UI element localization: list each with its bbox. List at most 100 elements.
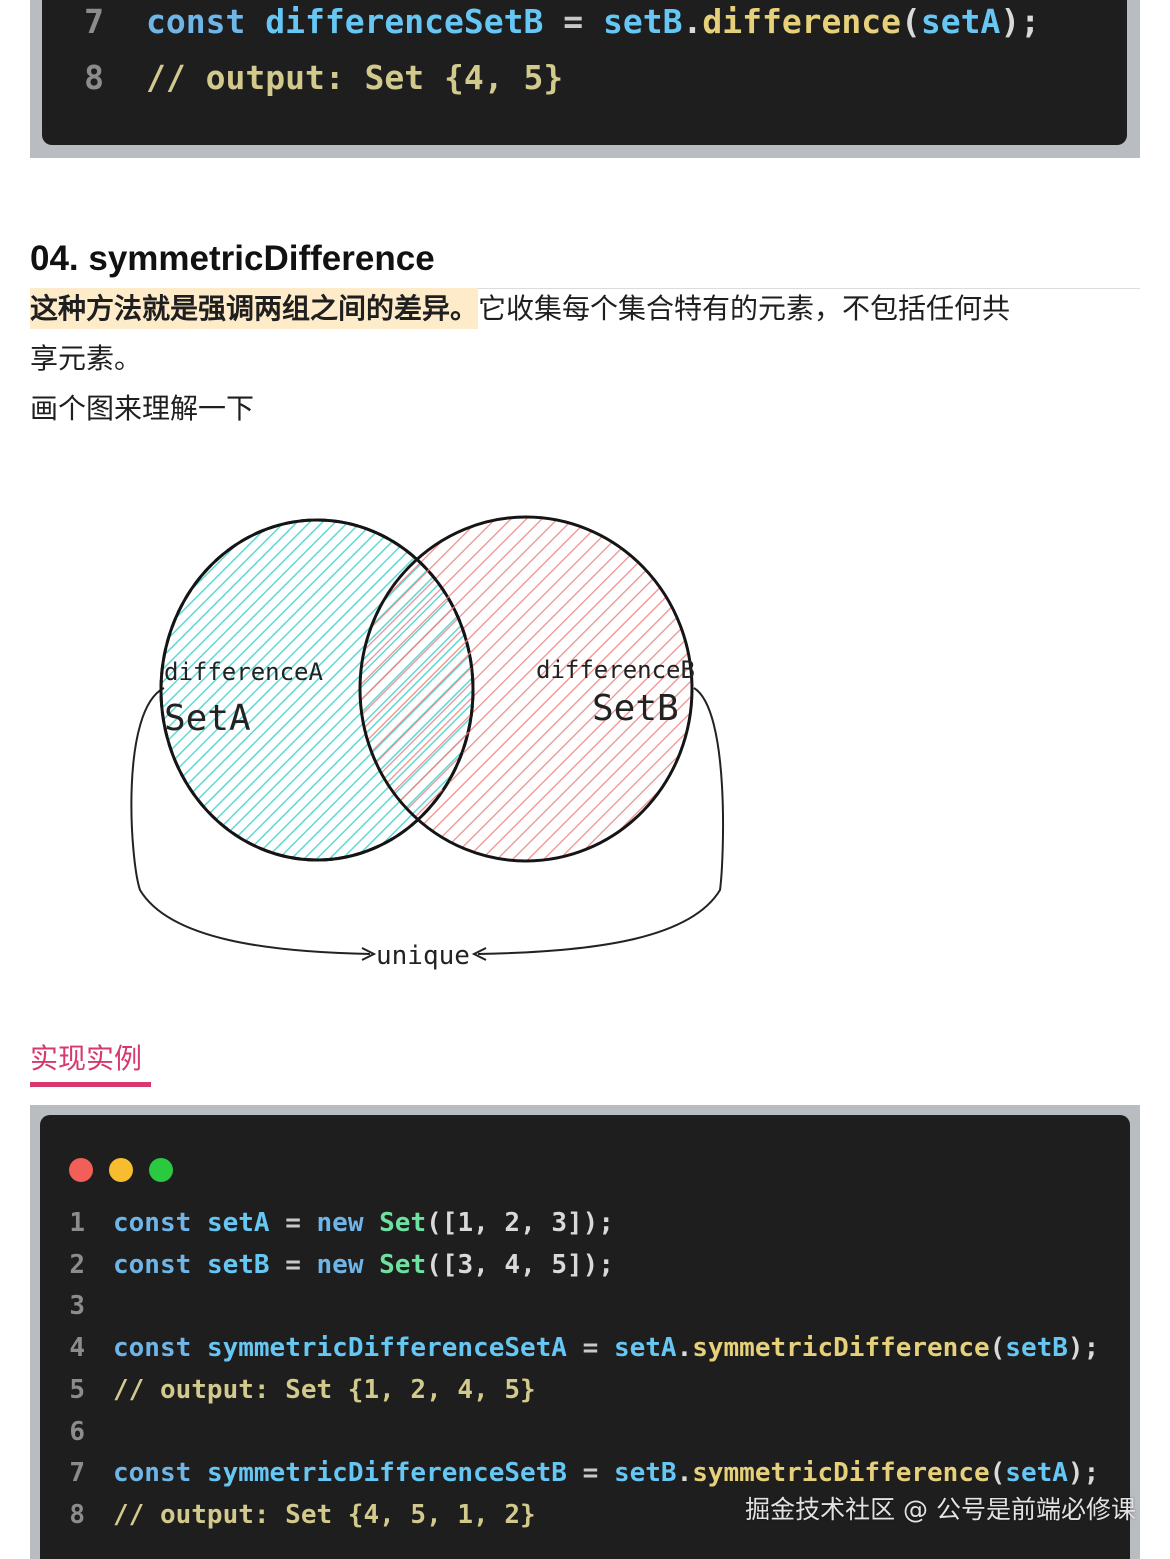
code-token: 2 [504,1208,521,1238]
highlighted-sentence: 这种方法就是强调两组之间的差异。 [30,288,479,329]
code-line: 2 const setB = new Set([3, 4, 5]); [40,1250,614,1280]
label-unique: unique [376,941,470,971]
code-token [191,1333,207,1363]
code-token: symmetricDifference [692,1333,990,1364]
code-token: ( [989,1333,1006,1364]
code-token [191,1208,207,1238]
code-line: 3 [40,1291,113,1321]
code-token: // output: Set {4, 5, 1, 2} [113,1499,536,1530]
code-token: setB [206,1249,270,1280]
code-token [245,2,265,41]
code-token: symmetricDifference [692,1458,990,1489]
code-token: setA [613,1333,677,1364]
set-b-circle [358,515,694,863]
code-line: 6 [40,1417,113,1447]
code-token: ( [901,2,921,41]
top-code-frame: 7 const differenceSetB = setB.difference(… [30,0,1140,158]
code-token: , [520,1208,552,1238]
code-token: 5 [551,1249,568,1280]
code-token [364,1250,380,1280]
code-token [191,1250,207,1280]
unique-connector-right [477,687,725,955]
arrow-left-icon [471,947,487,961]
code-token: setB [613,1458,677,1489]
description-paragraph: 这种方法就是强调两组之间的差异。它收集每个集合特有的元素，不包括任何共 享元素。 [30,284,1140,384]
code-token: setA [1005,1458,1068,1489]
description-text-2: 享元素。 [30,342,143,375]
label-set-a: SetA [164,698,251,739]
label-difference-a: differenceA [164,658,323,686]
code-token: // output: Set {4, 5} [146,58,564,97]
code-token: ); [1067,1458,1100,1489]
code-token: = [269,1208,317,1238]
code-line: 7 const differenceSetB = setB.difference(… [42,2,1040,41]
code-token: ); [1000,2,1041,41]
venn-diagram: differenceA SetA differenceB SetB unique [130,515,725,971]
subheading-underline [30,1082,151,1087]
code-token: Set [379,1208,427,1238]
code-token: symmetricDifferenceSetA [206,1333,567,1364]
line-number: 2 [69,1249,85,1280]
code-token: ([ [426,1249,458,1280]
line-number: 3 [69,1291,85,1322]
code-token: , [520,1249,552,1280]
code-token: . [682,2,703,41]
code-token: difference [702,2,902,41]
code-token: // output: Set {1, 2, 4, 5} [113,1374,536,1405]
code-token: new [316,1249,364,1280]
line-number: 6 [69,1416,85,1447]
code-token: . [676,1458,693,1489]
window-close-dot [69,1158,93,1182]
code-token: = [566,1333,614,1364]
code-token: differenceSetB [265,2,544,41]
example-subheading: 实现实例 [30,1042,143,1075]
code-token: ( [989,1458,1006,1489]
code-token: symmetricDifferenceSetB [206,1458,567,1489]
code-line: 5 // output: Set {1, 2, 4, 5} [40,1374,536,1405]
code-token: const [113,1249,192,1280]
code-token: setA [920,2,1001,41]
code-token: ]); [567,1249,614,1280]
window-minimize-dot [109,1158,133,1182]
section-heading: 04. symmetricDifference [30,233,1140,290]
diagram-intro-text: 画个图来理解一下 [30,392,255,425]
code-token: = [269,1249,317,1280]
code-token: ); [1067,1333,1100,1364]
code-token [364,1208,380,1238]
code-token: , [473,1249,505,1280]
code-token: Set [379,1249,427,1280]
code-token: ([ [426,1208,458,1238]
code-token: 3 [457,1249,474,1280]
line-number: 8 [84,58,104,97]
code-token: const [113,1333,192,1364]
line-number: 7 [69,1458,85,1489]
code-token: setB [1005,1333,1068,1364]
description-text-1: 它收集每个集合特有的元素，不包括任何共 [478,292,1011,325]
code-token: = [566,1458,614,1489]
line-number: 5 [69,1374,85,1405]
code-token: setB [602,2,683,41]
watermark: 掘金技术社区 @ 公号是前端必修课 [745,1495,1136,1524]
code-line: 8 // output: Set {4, 5} [42,58,563,97]
code-token: const [146,2,246,41]
line-number: 4 [69,1333,85,1364]
code-token: 1 [457,1208,474,1238]
code-token: . [676,1333,693,1364]
code-token: ]); [567,1208,614,1238]
line-number: 7 [84,2,104,41]
code-token: const [113,1458,192,1489]
code-token: setA [206,1208,270,1238]
code-token: 4 [504,1249,521,1280]
code-line: 7 const symmetricDifferenceSetB = setB.sy… [40,1458,1099,1488]
code-token: = [543,2,603,41]
code-token: const [113,1208,192,1238]
line-number: 8 [69,1499,85,1530]
line-number: 1 [69,1208,85,1238]
top-code-block: 7 const differenceSetB = setB.difference(… [42,0,1127,145]
window-maximize-dot [149,1158,173,1182]
arrow-right-icon [361,947,377,961]
code-token [191,1458,207,1488]
